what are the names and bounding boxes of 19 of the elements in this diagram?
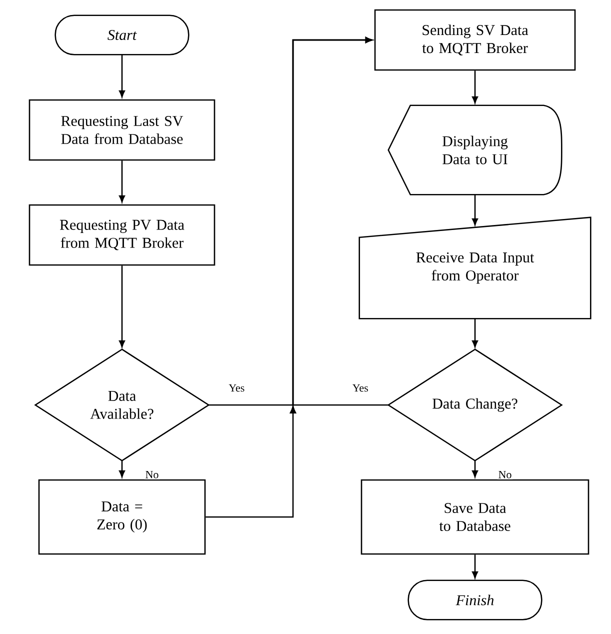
arrow	[119, 160, 125, 202]
edge-label: Yes	[228, 383, 246, 393]
arrow	[472, 318, 478, 348]
edge-label: No	[497, 470, 513, 480]
process-box: Requesting Last SV Data from Database	[28, 99, 216, 161]
arrow	[472, 460, 478, 478]
process-box: Sending SV Data to MQTT Broker	[374, 9, 576, 71]
arrow	[472, 554, 478, 578]
process-box: Save Data to Database	[360, 479, 590, 555]
process-box: Data = Zero (0)	[38, 479, 206, 555]
edge-label: Yes	[351, 383, 370, 393]
process-box: Requesting PV Data from MQTT Broker	[28, 204, 216, 266]
edge-label: No	[144, 470, 160, 480]
arrow	[119, 54, 125, 98]
arrow	[472, 70, 478, 104]
arrow	[290, 37, 388, 414]
arrow	[472, 194, 478, 226]
arrow	[119, 460, 125, 478]
arrow	[119, 266, 125, 348]
